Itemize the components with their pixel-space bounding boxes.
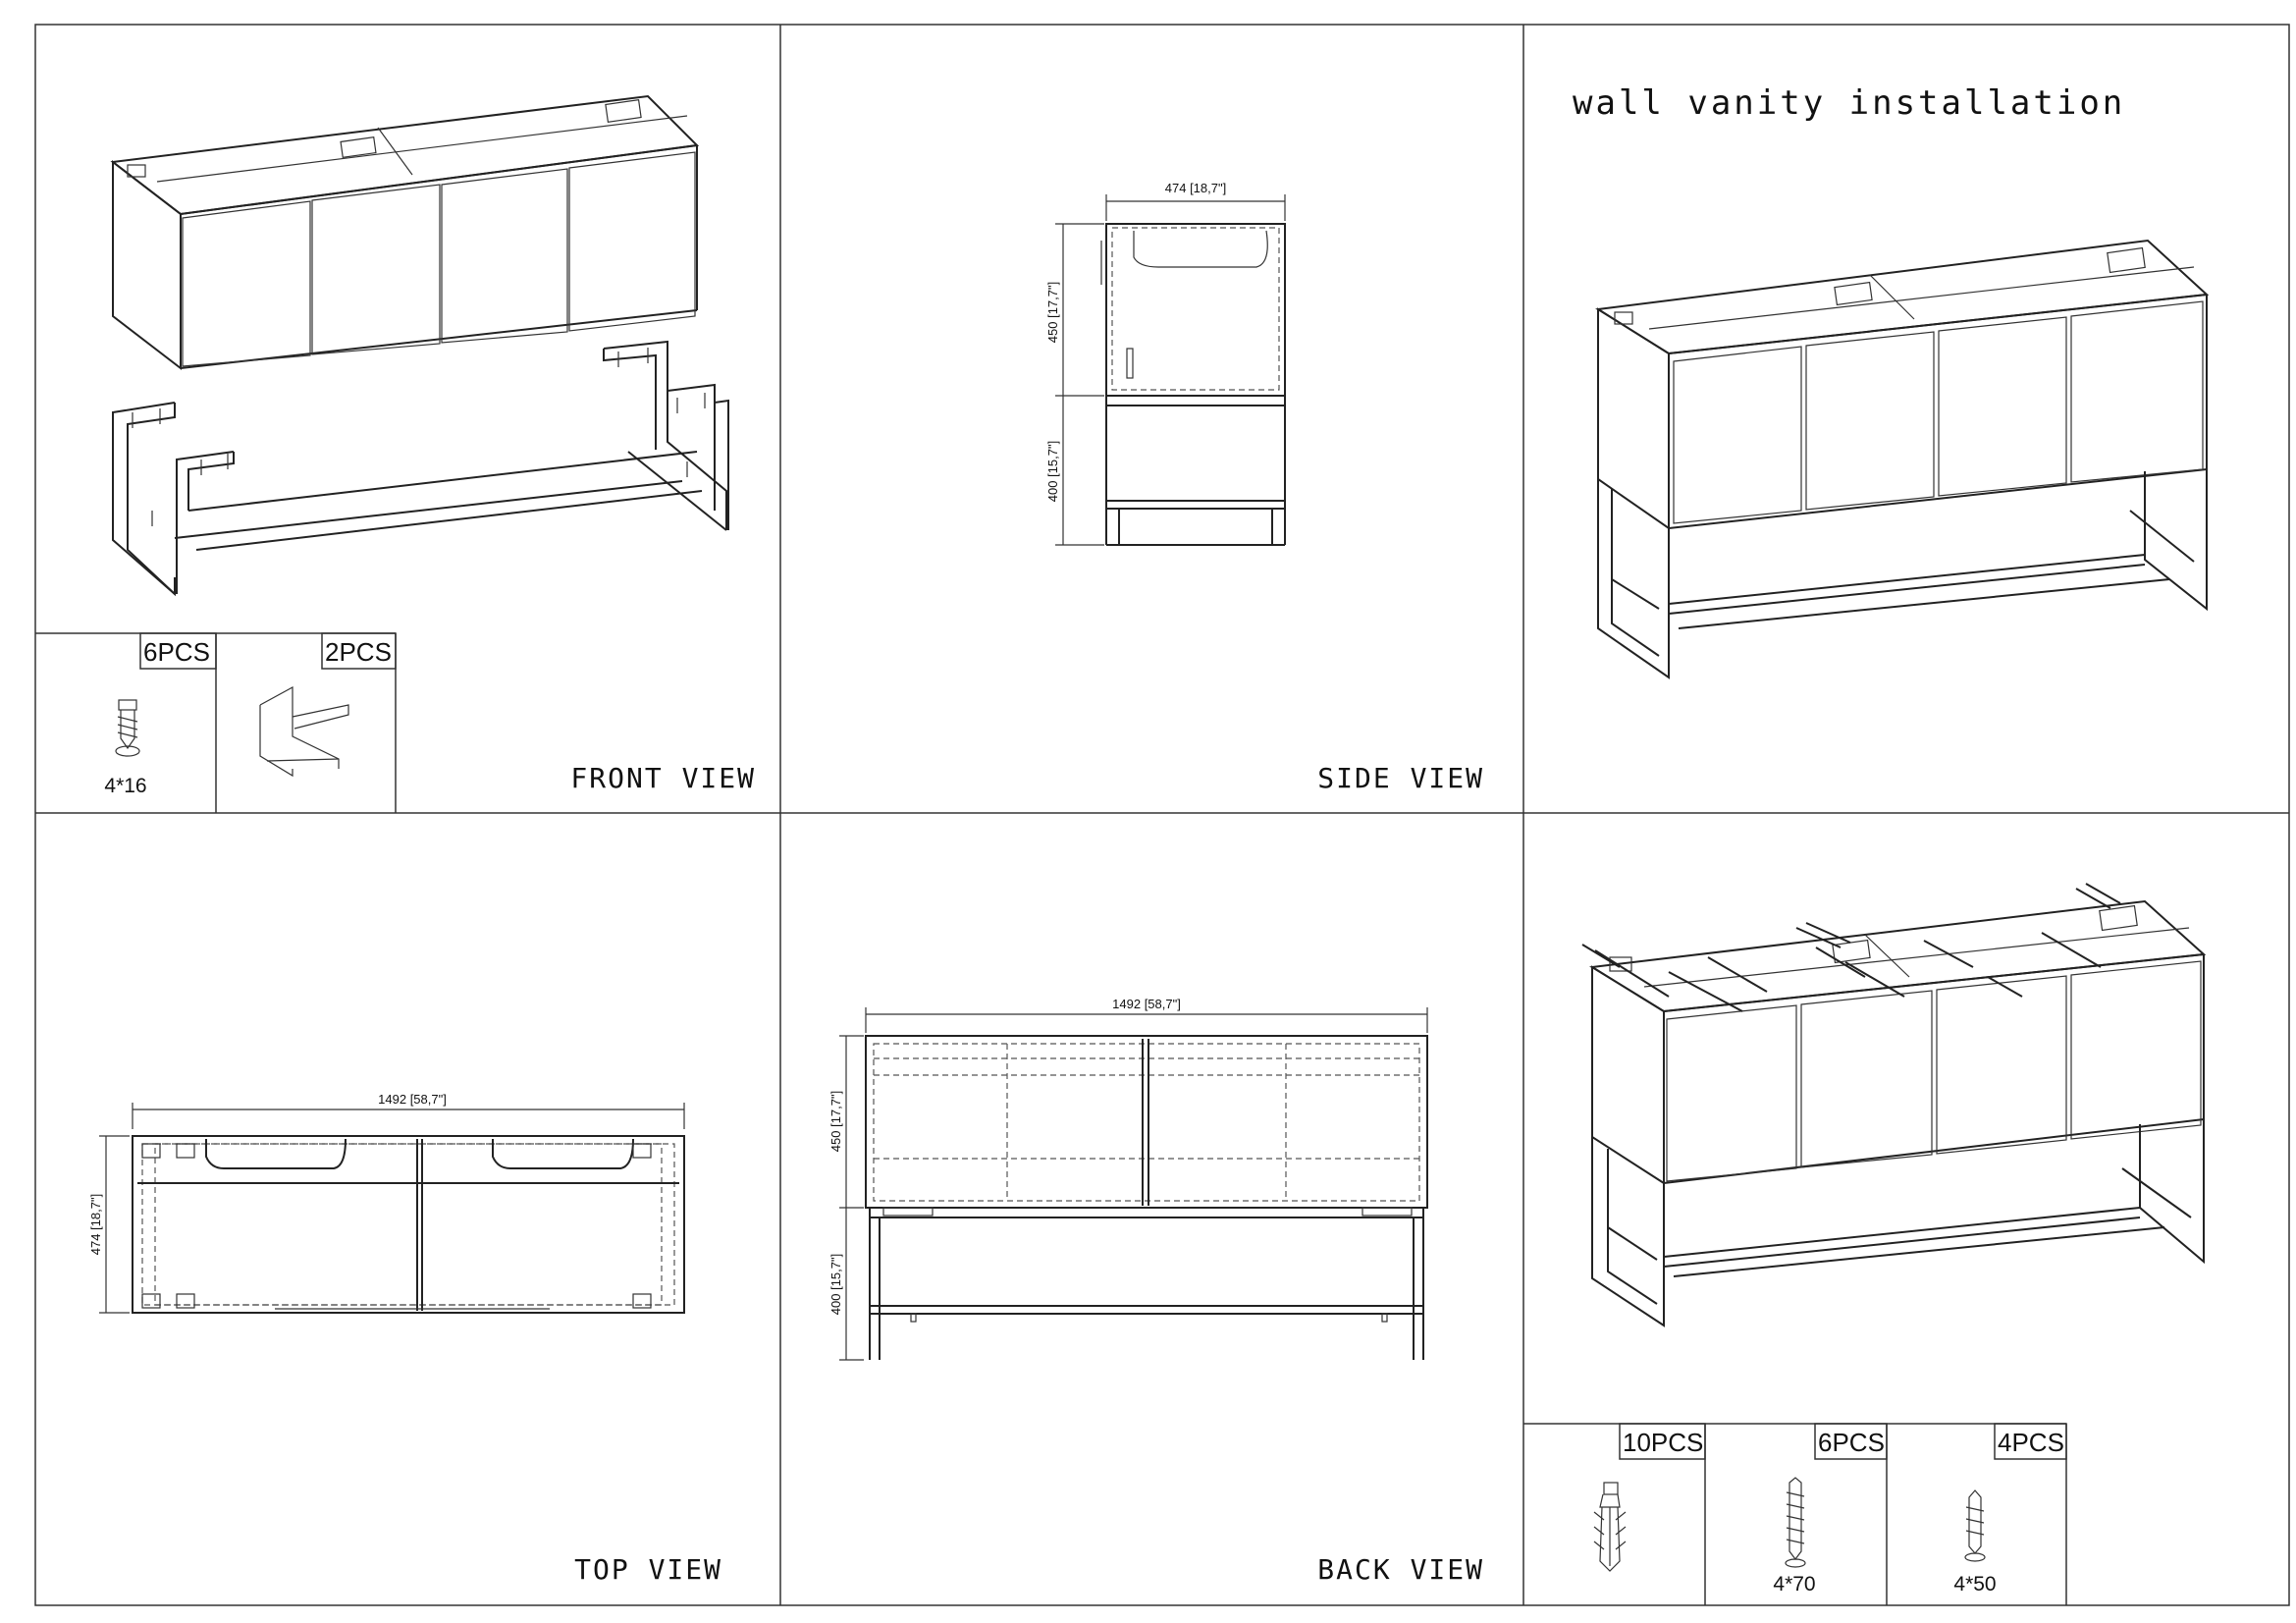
parts-qty-leg-frame: 2PCS [325, 637, 392, 667]
side-view-label: SIDE VIEW [1317, 762, 1484, 794]
top-view-label: TOP VIEW [574, 1553, 722, 1586]
parts-qty-long-screw: 6PCS [1818, 1428, 1885, 1457]
parts-table-front [35, 632, 397, 813]
mounting-screws [1581, 883, 2121, 1012]
side-view-drawing [1055, 194, 1286, 546]
assembled-vanity-drawing [1595, 239, 2210, 679]
back-view-label: BACK VIEW [1317, 1553, 1484, 1586]
front-view-drawing [110, 94, 729, 597]
long-screw-icon [1785, 1477, 1806, 1568]
wood-screw-icon [115, 699, 140, 757]
screw-icon [1964, 1489, 1986, 1562]
parts-size-screw-wall: 4*50 [1953, 1573, 1996, 1596]
parts-qty-screw: 6PCS [143, 637, 210, 667]
side-cabinet-height-dimension: 450 [17,7"] [1045, 282, 1060, 343]
parts-qty-screw-wall: 4PCS [1998, 1428, 2064, 1457]
front-view-label: FRONT VIEW [570, 762, 756, 794]
wall-anchor-icon [1593, 1482, 1627, 1572]
back-view-drawing [839, 1007, 1428, 1361]
screw-arrows [132, 348, 706, 526]
side-width-dimension: 474 [18,7"] [1165, 181, 1226, 195]
metal-leg-frame-icon [259, 685, 349, 778]
top-width-dimension: 1492 [58,7"] [378, 1092, 447, 1107]
wall-mount-drawing [1581, 883, 2207, 1327]
top-depth-dimension: 474 [18,7"] [88, 1194, 103, 1255]
top-view-drawing [99, 1103, 685, 1314]
parts-size-long-screw: 4*70 [1773, 1573, 1815, 1596]
parts-qty-anchor: 10PCS [1623, 1428, 1703, 1457]
side-leg-height-dimension: 400 [15,7"] [1045, 441, 1060, 502]
back-leg-height-dimension: 400 [15,7"] [828, 1254, 843, 1315]
parts-size-screw: 4*16 [104, 775, 146, 797]
sheet-grid [34, 24, 2290, 1606]
page-title: wall vanity installation [1573, 83, 2125, 123]
back-width-dimension: 1492 [58,7"] [1112, 997, 1181, 1011]
back-cabinet-height-dimension: 450 [17,7"] [828, 1091, 843, 1152]
parts-table-wall [1523, 1423, 2067, 1605]
